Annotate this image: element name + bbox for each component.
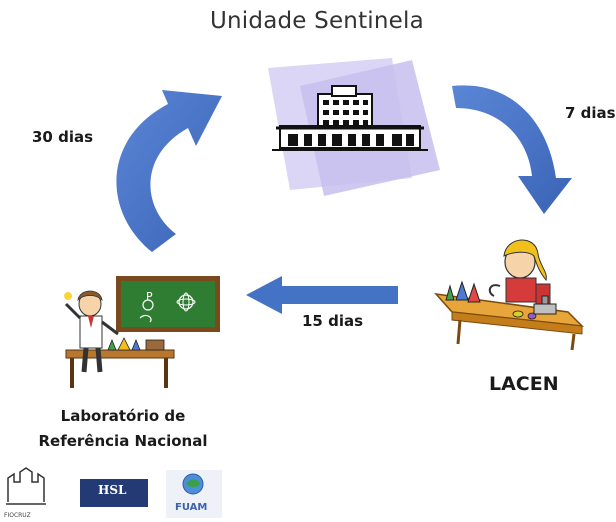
- arrow-sentinel-to-lacen: [452, 85, 572, 215]
- fuam-logo-text: FUAM: [175, 502, 208, 513]
- edge-label-sentinel-to-lacen: 7 dias: [565, 104, 616, 122]
- arrow-lacen-to-lrn: [246, 276, 398, 314]
- hsl-logo-text: HSL: [98, 483, 127, 497]
- diagram-title: Unidade Sentinela: [210, 8, 424, 34]
- arrow-lrn-to-sentinel: [116, 90, 222, 252]
- lrn-lab-icon: P: [64, 276, 220, 388]
- edge-label-lacen-to-lrn: 15 dias: [302, 312, 364, 330]
- node-label-lacen: LACEN: [489, 373, 559, 395]
- hsl-logo: [80, 479, 148, 507]
- node-label-lrn: Laboratório de Referência Nacional: [18, 404, 228, 454]
- svg-text:P: P: [146, 290, 153, 303]
- hospital-icon: [272, 85, 428, 151]
- fiocruz-logo: [6, 467, 46, 505]
- fiocruz-logo-text: FIOCRUZ: [4, 512, 31, 519]
- node-label-lrn-line1: Laboratório de: [60, 407, 186, 425]
- fuam-logo: [166, 470, 222, 518]
- lacen-lab-icon: [434, 239, 585, 351]
- edge-label-lrn-to-sentinel: 30 dias: [32, 128, 94, 146]
- node-label-lrn-line2: Referência Nacional: [38, 432, 208, 450]
